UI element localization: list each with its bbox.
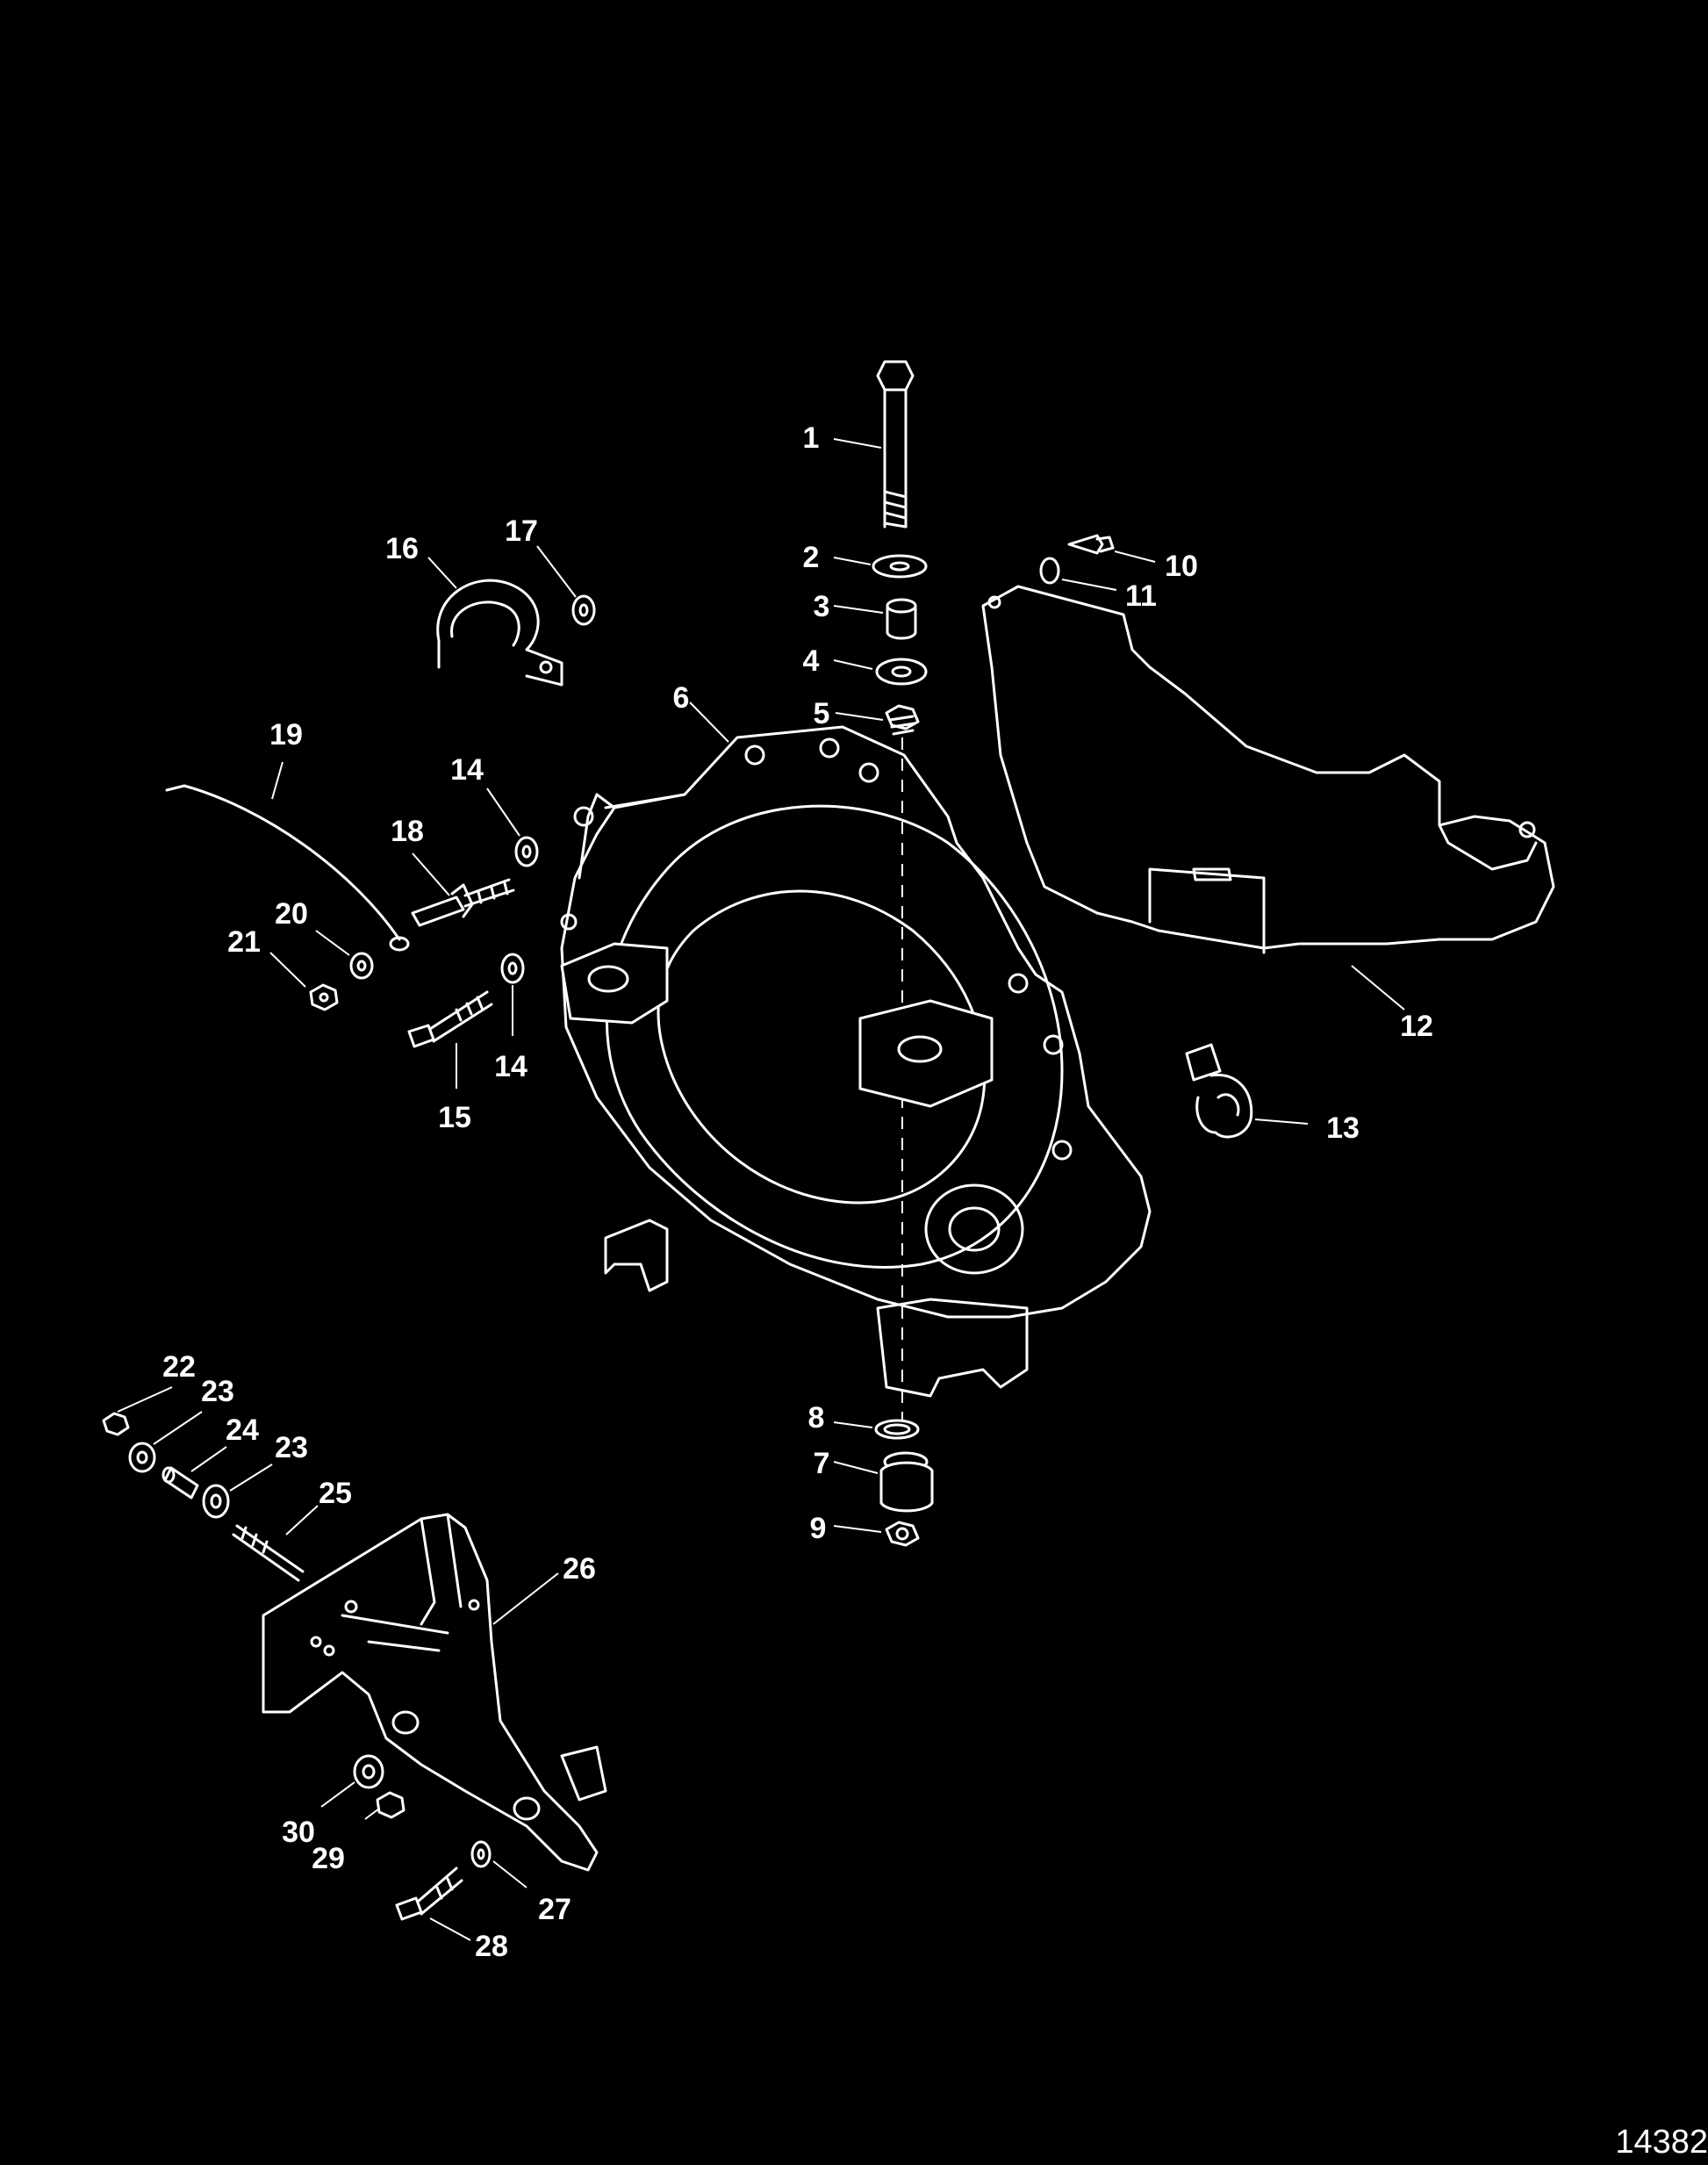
callout-3: 3	[814, 590, 830, 623]
part-19-ground-strap	[165, 784, 410, 952]
callout-14-upper: 14	[450, 753, 484, 787]
callout-7: 7	[814, 1447, 830, 1480]
callout-29: 29	[312, 1842, 345, 1875]
part-4-washer	[875, 658, 928, 686]
part-10-screw	[1067, 534, 1115, 555]
part-14-washer-lower	[500, 953, 525, 984]
part-23-washer-a	[128, 1442, 156, 1473]
callout-25: 25	[319, 1477, 352, 1510]
part-22-nut	[102, 1412, 130, 1436]
callout-12: 12	[1400, 1010, 1433, 1043]
callout-5: 5	[814, 697, 830, 730]
callout-9: 9	[810, 1512, 827, 1545]
part-29-nut	[376, 1791, 405, 1819]
part-11-washer	[1039, 557, 1060, 585]
callout-24: 24	[226, 1413, 259, 1447]
callout-17: 17	[505, 514, 538, 548]
part-27-washer	[470, 1840, 492, 1868]
part-16-clamp	[436, 579, 563, 687]
part-9-nut	[885, 1521, 920, 1547]
callout-27: 27	[538, 1893, 571, 1926]
part-14-washer-upper	[514, 836, 539, 867]
part-20-washer	[349, 952, 374, 980]
part-28-bolt	[395, 1867, 463, 1921]
callout-22: 22	[162, 1350, 196, 1384]
part-13-clamp	[1185, 1043, 1253, 1139]
part-26-bracket	[262, 1513, 607, 1872]
part-12-shield	[981, 585, 1555, 954]
figure-id: 14382	[1615, 2124, 1708, 2161]
callout-15: 15	[438, 1101, 471, 1134]
part-5-nut	[885, 704, 920, 736]
callout-16: 16	[385, 532, 419, 565]
part-2-washer	[872, 554, 928, 579]
callout-21: 21	[227, 925, 261, 959]
callout-6: 6	[673, 681, 690, 715]
callout-14-lower: 14	[494, 1050, 527, 1083]
callout-labels: 1 2 3 4 5 6 7 8 9 10 11 12 13 14 14 15 1…	[162, 421, 1433, 1963]
callout-11: 11	[1125, 579, 1157, 613]
part-30-washer	[353, 1754, 384, 1789]
part-8-washer	[874, 1419, 920, 1440]
part-25-stud	[232, 1524, 305, 1582]
part-24-spacer	[161, 1466, 199, 1500]
callout-19: 19	[269, 718, 303, 752]
callout-30: 30	[282, 1816, 315, 1849]
callout-13: 13	[1326, 1111, 1360, 1145]
callout-2: 2	[803, 541, 820, 574]
part-1-bolt	[876, 360, 915, 529]
callout-18: 18	[391, 815, 424, 848]
callout-20: 20	[275, 897, 308, 931]
callout-4: 4	[803, 644, 820, 678]
part-18-stud	[411, 878, 515, 927]
part-21-nut	[309, 983, 339, 1011]
callout-10: 10	[1165, 550, 1198, 583]
part-15-bolt	[407, 990, 493, 1048]
part-7-mount	[879, 1451, 934, 1513]
leader-lines	[117, 438, 1405, 1941]
callout-8: 8	[808, 1401, 825, 1435]
callout-23-a: 23	[201, 1375, 234, 1408]
callout-23-b: 23	[275, 1431, 308, 1464]
callout-28: 28	[475, 1930, 508, 1963]
part-6-flywheel-housing	[560, 725, 1152, 1398]
callout-1: 1	[803, 421, 820, 455]
part-23-washer-b	[202, 1484, 230, 1519]
part-3-spacer	[886, 598, 917, 640]
callout-26: 26	[563, 1552, 596, 1586]
part-17-washer	[571, 594, 596, 626]
